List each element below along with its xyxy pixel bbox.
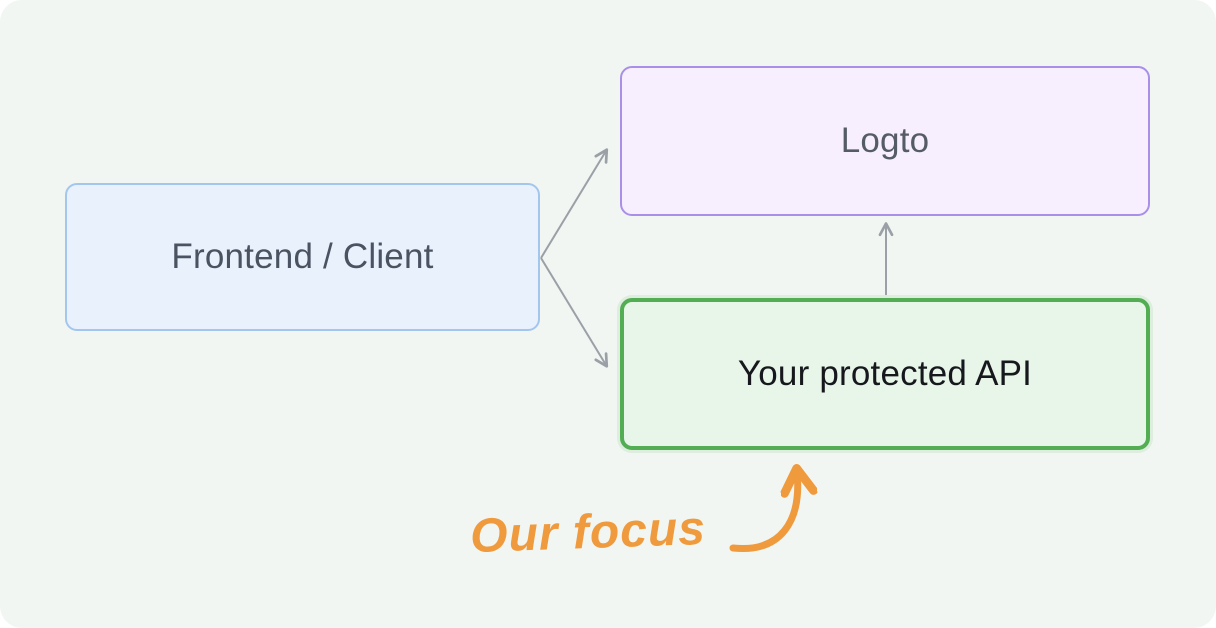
arrow-frontend-to-logto xyxy=(540,148,609,259)
frontend-client-node: Frontend / Client xyxy=(65,183,540,331)
our-focus-arrow xyxy=(729,472,798,553)
our-focus-annotation: Our focus xyxy=(469,501,707,564)
logto-label: Logto xyxy=(840,121,930,160)
frontend-client-label: Frontend / Client xyxy=(171,237,434,276)
protected-api-label: Your protected API xyxy=(737,354,1033,393)
protected-api-node: Your protected API xyxy=(620,298,1150,450)
logto-node: Logto xyxy=(620,66,1150,216)
arrow-frontend-to-api xyxy=(540,257,609,368)
